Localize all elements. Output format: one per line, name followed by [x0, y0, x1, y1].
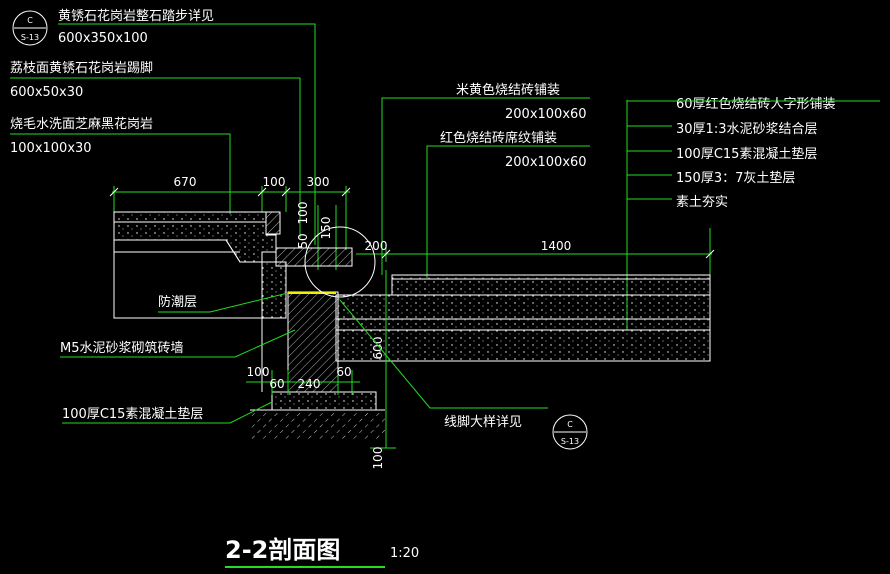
drawing-title: 2-2剖面图: [225, 536, 340, 564]
callout-step-title: 黄锈石花岗岩整石踏步详见: [58, 8, 214, 24]
dimension-right: 200 1400: [356, 228, 715, 330]
callout-skirting-size: 600x50x30: [10, 85, 83, 100]
callout-step-size: 600x350x100: [58, 31, 148, 46]
leaders-mid: [381, 97, 590, 278]
callout-yellow-brick-title: 米黄色烧结砖铺装: [456, 82, 560, 98]
layer-1: 60厚红色烧结砖人字形铺装: [676, 96, 836, 112]
dim-600: 600: [371, 337, 385, 360]
layer-5: 素土夯实: [676, 195, 728, 210]
dim-60-right: 60: [336, 365, 351, 379]
callout-granite-title: 烧毛水洗面芝麻黑花岗岩: [10, 116, 153, 132]
dim-60-left: 60: [269, 377, 284, 391]
skirting-detail-label: 线脚大样详见: [444, 414, 522, 430]
detail-sheet-2: S-13: [561, 437, 579, 446]
dim-240: 240: [298, 377, 321, 391]
dim-200: 200: [365, 239, 388, 253]
dim-100-top: 100: [263, 175, 286, 189]
dim-300: 300: [307, 175, 330, 189]
layer-2: 30厚1:3水泥砂浆结合层: [676, 122, 817, 137]
leaders-left-notes: [60, 292, 296, 424]
callout-yellow-brick-size: 200x100x60: [505, 107, 587, 122]
detail-reference-top: C S-13: [12, 10, 48, 46]
leaders-left: [10, 23, 316, 245]
layer-3: 100厚C15素混凝土垫层: [676, 146, 817, 162]
detail-letter: C: [27, 16, 33, 25]
dimension-top: 670 100 300: [109, 175, 351, 250]
layer-list: 60厚红色烧结砖人字形铺装 30厚1:3水泥砂浆结合层 100厚C15素混凝土垫…: [626, 96, 880, 330]
dim-100-vertical: 100: [296, 202, 310, 225]
dim-50: 50: [296, 233, 310, 248]
brick-wall: [250, 291, 385, 440]
dim-1400: 1400: [541, 239, 572, 253]
drawing-scale: 1:20: [390, 546, 419, 561]
note-brick-wall: M5水泥砂浆砌筑砖墙: [60, 340, 184, 356]
callout-skirting-title: 荔枝面黄锈石花岗岩踢脚: [10, 60, 153, 76]
detail-letter-2: C: [567, 420, 573, 429]
callout-red-brick-size: 200x100x60: [505, 155, 587, 170]
pavement-section: [335, 274, 711, 362]
note-damp-proof: 防潮层: [158, 294, 197, 310]
dimension-600: 600 100: [370, 270, 396, 469]
note-concrete-pad: 100厚C15素混凝土垫层: [62, 406, 203, 422]
dim-100-bottom: 100: [247, 365, 270, 379]
dim-150: 150: [319, 217, 333, 240]
callout-red-brick-title: 红色烧结砖席纹铺装: [440, 130, 557, 146]
dim-670: 670: [174, 175, 197, 189]
detail-sheet: S-13: [21, 33, 39, 42]
detail-reference-bottom: C S-13: [552, 414, 588, 450]
callout-granite-size: 100x100x30: [10, 141, 92, 156]
dimension-bottom: 100 60 240 60: [246, 365, 360, 395]
detail-circle: [304, 226, 376, 298]
dim-100-vertical-bottom: 100: [371, 447, 385, 470]
layer-4: 150厚3：7灰土垫层: [676, 170, 795, 186]
skirting-leader: [339, 299, 548, 409]
step-structure: [113, 211, 353, 319]
